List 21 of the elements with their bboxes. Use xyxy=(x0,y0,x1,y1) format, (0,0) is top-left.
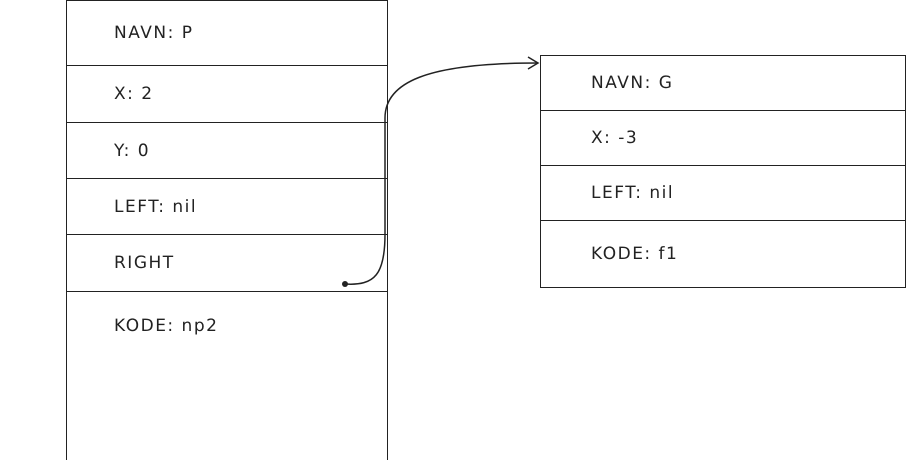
record-field xyxy=(66,178,388,235)
record-field xyxy=(540,110,906,166)
field-label: NAVN: P xyxy=(114,23,194,43)
field-label: RIGHT xyxy=(114,253,175,273)
arrow xyxy=(342,56,539,287)
field-label: LEFT: nil xyxy=(591,183,674,203)
field-label: Y: 0 xyxy=(114,140,150,160)
field-label: NAVN: G xyxy=(591,73,674,93)
field-label: X: 2 xyxy=(114,84,154,104)
record-field xyxy=(66,234,388,292)
record-field xyxy=(540,220,906,288)
record-field xyxy=(66,291,388,460)
record-field xyxy=(66,65,388,123)
record-field xyxy=(540,55,906,111)
record-field xyxy=(540,165,906,221)
field-label: LEFT: nil xyxy=(114,196,198,216)
record-field xyxy=(66,122,388,179)
record-field xyxy=(66,0,388,66)
field-label: X: -3 xyxy=(591,128,638,148)
field-label: KODE: np2 xyxy=(114,316,218,336)
field-label: KODE: f1 xyxy=(591,244,678,264)
